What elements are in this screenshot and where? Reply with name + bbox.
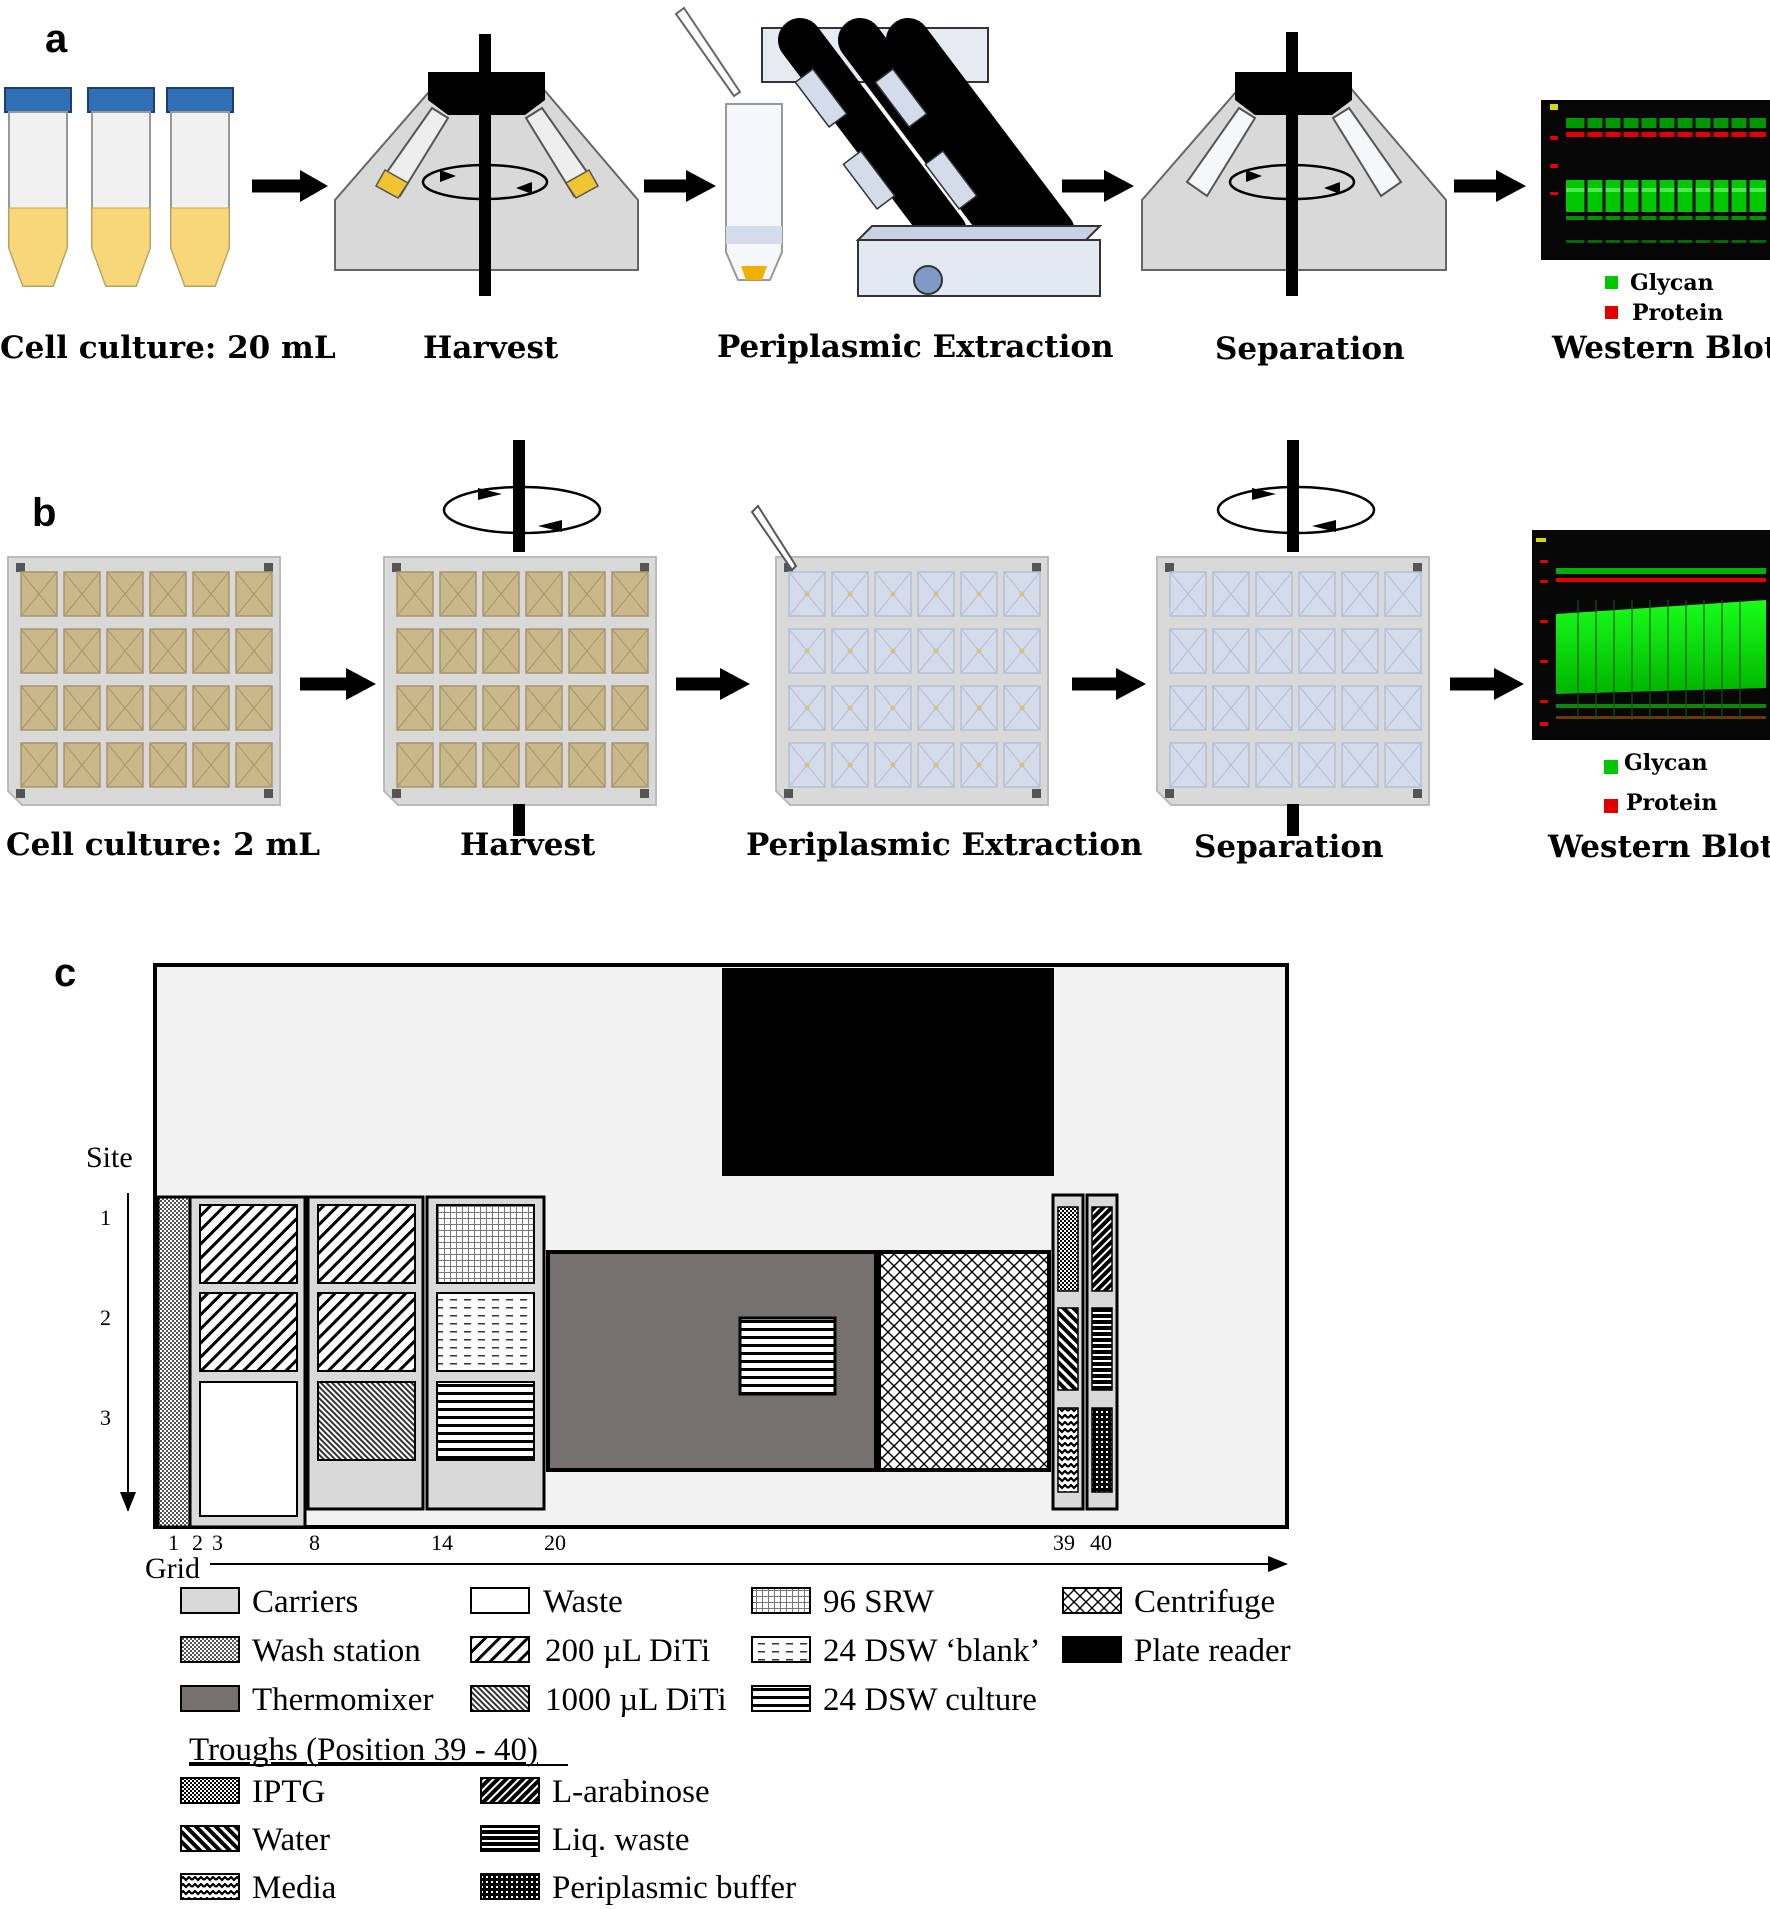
culture-tubes-icon: [4, 87, 234, 287]
flow-arrows-b: [300, 668, 1524, 700]
dsw-24-blank-plate: [436, 1292, 535, 1372]
legend-carriers: Carriers: [252, 1584, 358, 1620]
western-blot-image-a: Glycan Protein: [1541, 100, 1770, 326]
diti-1000-site-3: [317, 1381, 416, 1461]
diti-200-site-1b: [317, 1204, 416, 1284]
centrifuge-icon: [334, 34, 639, 296]
legend-media: Media: [252, 1870, 337, 1906]
blot-legend-protein-b: Protein: [1626, 790, 1717, 816]
trough-water: [1057, 1307, 1079, 1391]
step-caption-blot-a: Western Blot: [1551, 330, 1770, 366]
legend-iptg: IPTG: [252, 1774, 325, 1810]
culture-plate: [7, 556, 281, 806]
western-blot-image-b: Glycan Protein: [1532, 530, 1770, 816]
grid-number-20: 20: [544, 1530, 566, 1555]
step-caption-harvest-a: Harvest: [423, 330, 559, 366]
site-number-1: 1: [100, 1205, 111, 1230]
worktable-legend: Carriers Waste 96 SRW Centrifuge Wash st…: [180, 1584, 1291, 1906]
legend-periplasmic-buffer: Periplasmic buffer: [552, 1870, 796, 1906]
step-caption-separation-b: Separation: [1194, 829, 1384, 865]
troughs-title: Troughs (Position 39 - 40): [189, 1732, 538, 1768]
legend-wash-station: Wash station: [252, 1633, 421, 1669]
srw-96-plate: [436, 1204, 535, 1284]
diti-200-site-2b: [317, 1292, 416, 1372]
step-caption-culture-b: Cell culture: 2 mL: [6, 827, 320, 863]
waste-container: [199, 1381, 298, 1517]
panel-label-b: b: [32, 491, 56, 535]
step-caption-harvest-b: Harvest: [460, 827, 596, 863]
plate-reader: [722, 968, 1054, 1176]
grid-axis-label: Grid: [145, 1552, 200, 1585]
step-caption-culture-a: Cell culture: 20 mL: [0, 330, 336, 366]
legend-l-arabinose: L-arabinose: [552, 1774, 710, 1810]
grid-number-8: 8: [309, 1530, 320, 1555]
grid-number-3: 3: [212, 1530, 223, 1555]
step-caption-separation-a: Separation: [1215, 331, 1405, 367]
legend-96-srw: 96 SRW: [823, 1584, 935, 1620]
separation-plate: [1156, 556, 1430, 806]
panel-label-a: a: [45, 17, 68, 61]
legend-plate-reader: Plate reader: [1134, 1633, 1291, 1669]
grid-number-40: 40: [1090, 1530, 1112, 1555]
trough-l-arabinose: [1091, 1206, 1113, 1292]
flow-arrows-a: [252, 170, 1526, 202]
periplasmic-extraction-icon: [674, 6, 1103, 297]
panel-b: b: [6, 440, 1770, 865]
trough-liq-waste: [1091, 1307, 1113, 1391]
legend-water: Water: [252, 1822, 330, 1858]
legend-thermomixer: Thermomixer: [252, 1682, 433, 1718]
blot-legend-glycan-a: Glycan: [1630, 270, 1714, 296]
step-caption-extraction-b: Periplasmic Extraction: [746, 827, 1143, 863]
deep-well-plates: [7, 556, 1430, 806]
legend-centrifuge: Centrifuge: [1134, 1584, 1275, 1620]
grid-number-1: 1: [168, 1530, 179, 1555]
step-caption-blot-b: Western Blot: [1547, 829, 1770, 865]
legend-diti-200: 200 µL DiTi: [545, 1633, 710, 1669]
wash-station: [156, 1195, 192, 1529]
thermomixer-culture-plate: [738, 1316, 837, 1396]
site-number-3: 3: [100, 1405, 111, 1430]
centrifuge-unit: [877, 1250, 1051, 1472]
separation-centrifuge-icon: [1141, 32, 1447, 296]
blot-legend-protein-a: Protein: [1632, 300, 1723, 326]
dsw-24-culture-plate: [436, 1381, 535, 1461]
blot-legend-glycan-b: Glycan: [1624, 750, 1708, 776]
legend-waste: Waste: [543, 1584, 623, 1620]
grid-number-14: 14: [431, 1530, 453, 1555]
grid-number-39: 39: [1053, 1530, 1075, 1555]
panel-c: c Site 1 2: [54, 951, 1291, 1906]
site-axis-label: Site: [86, 1141, 133, 1174]
trough-periplasmic-buffer: [1091, 1407, 1113, 1493]
harvest-plate: [383, 556, 657, 806]
rotation-icons-b: [442, 440, 1376, 836]
panel-a: a: [0, 6, 1770, 367]
site-number-2: 2: [100, 1305, 111, 1330]
trough-iptg: [1057, 1206, 1079, 1292]
legend-liq-waste: Liq. waste: [552, 1822, 689, 1858]
extraction-plate: [775, 556, 1049, 806]
legend-dsw-blank: 24 DSW ‘blank’: [823, 1633, 1041, 1669]
panel-label-c: c: [54, 951, 76, 995]
diti-200-site-1: [199, 1204, 298, 1284]
grid-number-2: 2: [192, 1530, 203, 1555]
legend-diti-1000: 1000 µL DiTi: [545, 1682, 727, 1718]
diti-200-site-2a: [199, 1292, 298, 1372]
trough-media: [1057, 1407, 1079, 1493]
step-caption-extraction-a: Periplasmic Extraction: [717, 329, 1114, 365]
legend-dsw-culture: 24 DSW culture: [823, 1682, 1037, 1718]
